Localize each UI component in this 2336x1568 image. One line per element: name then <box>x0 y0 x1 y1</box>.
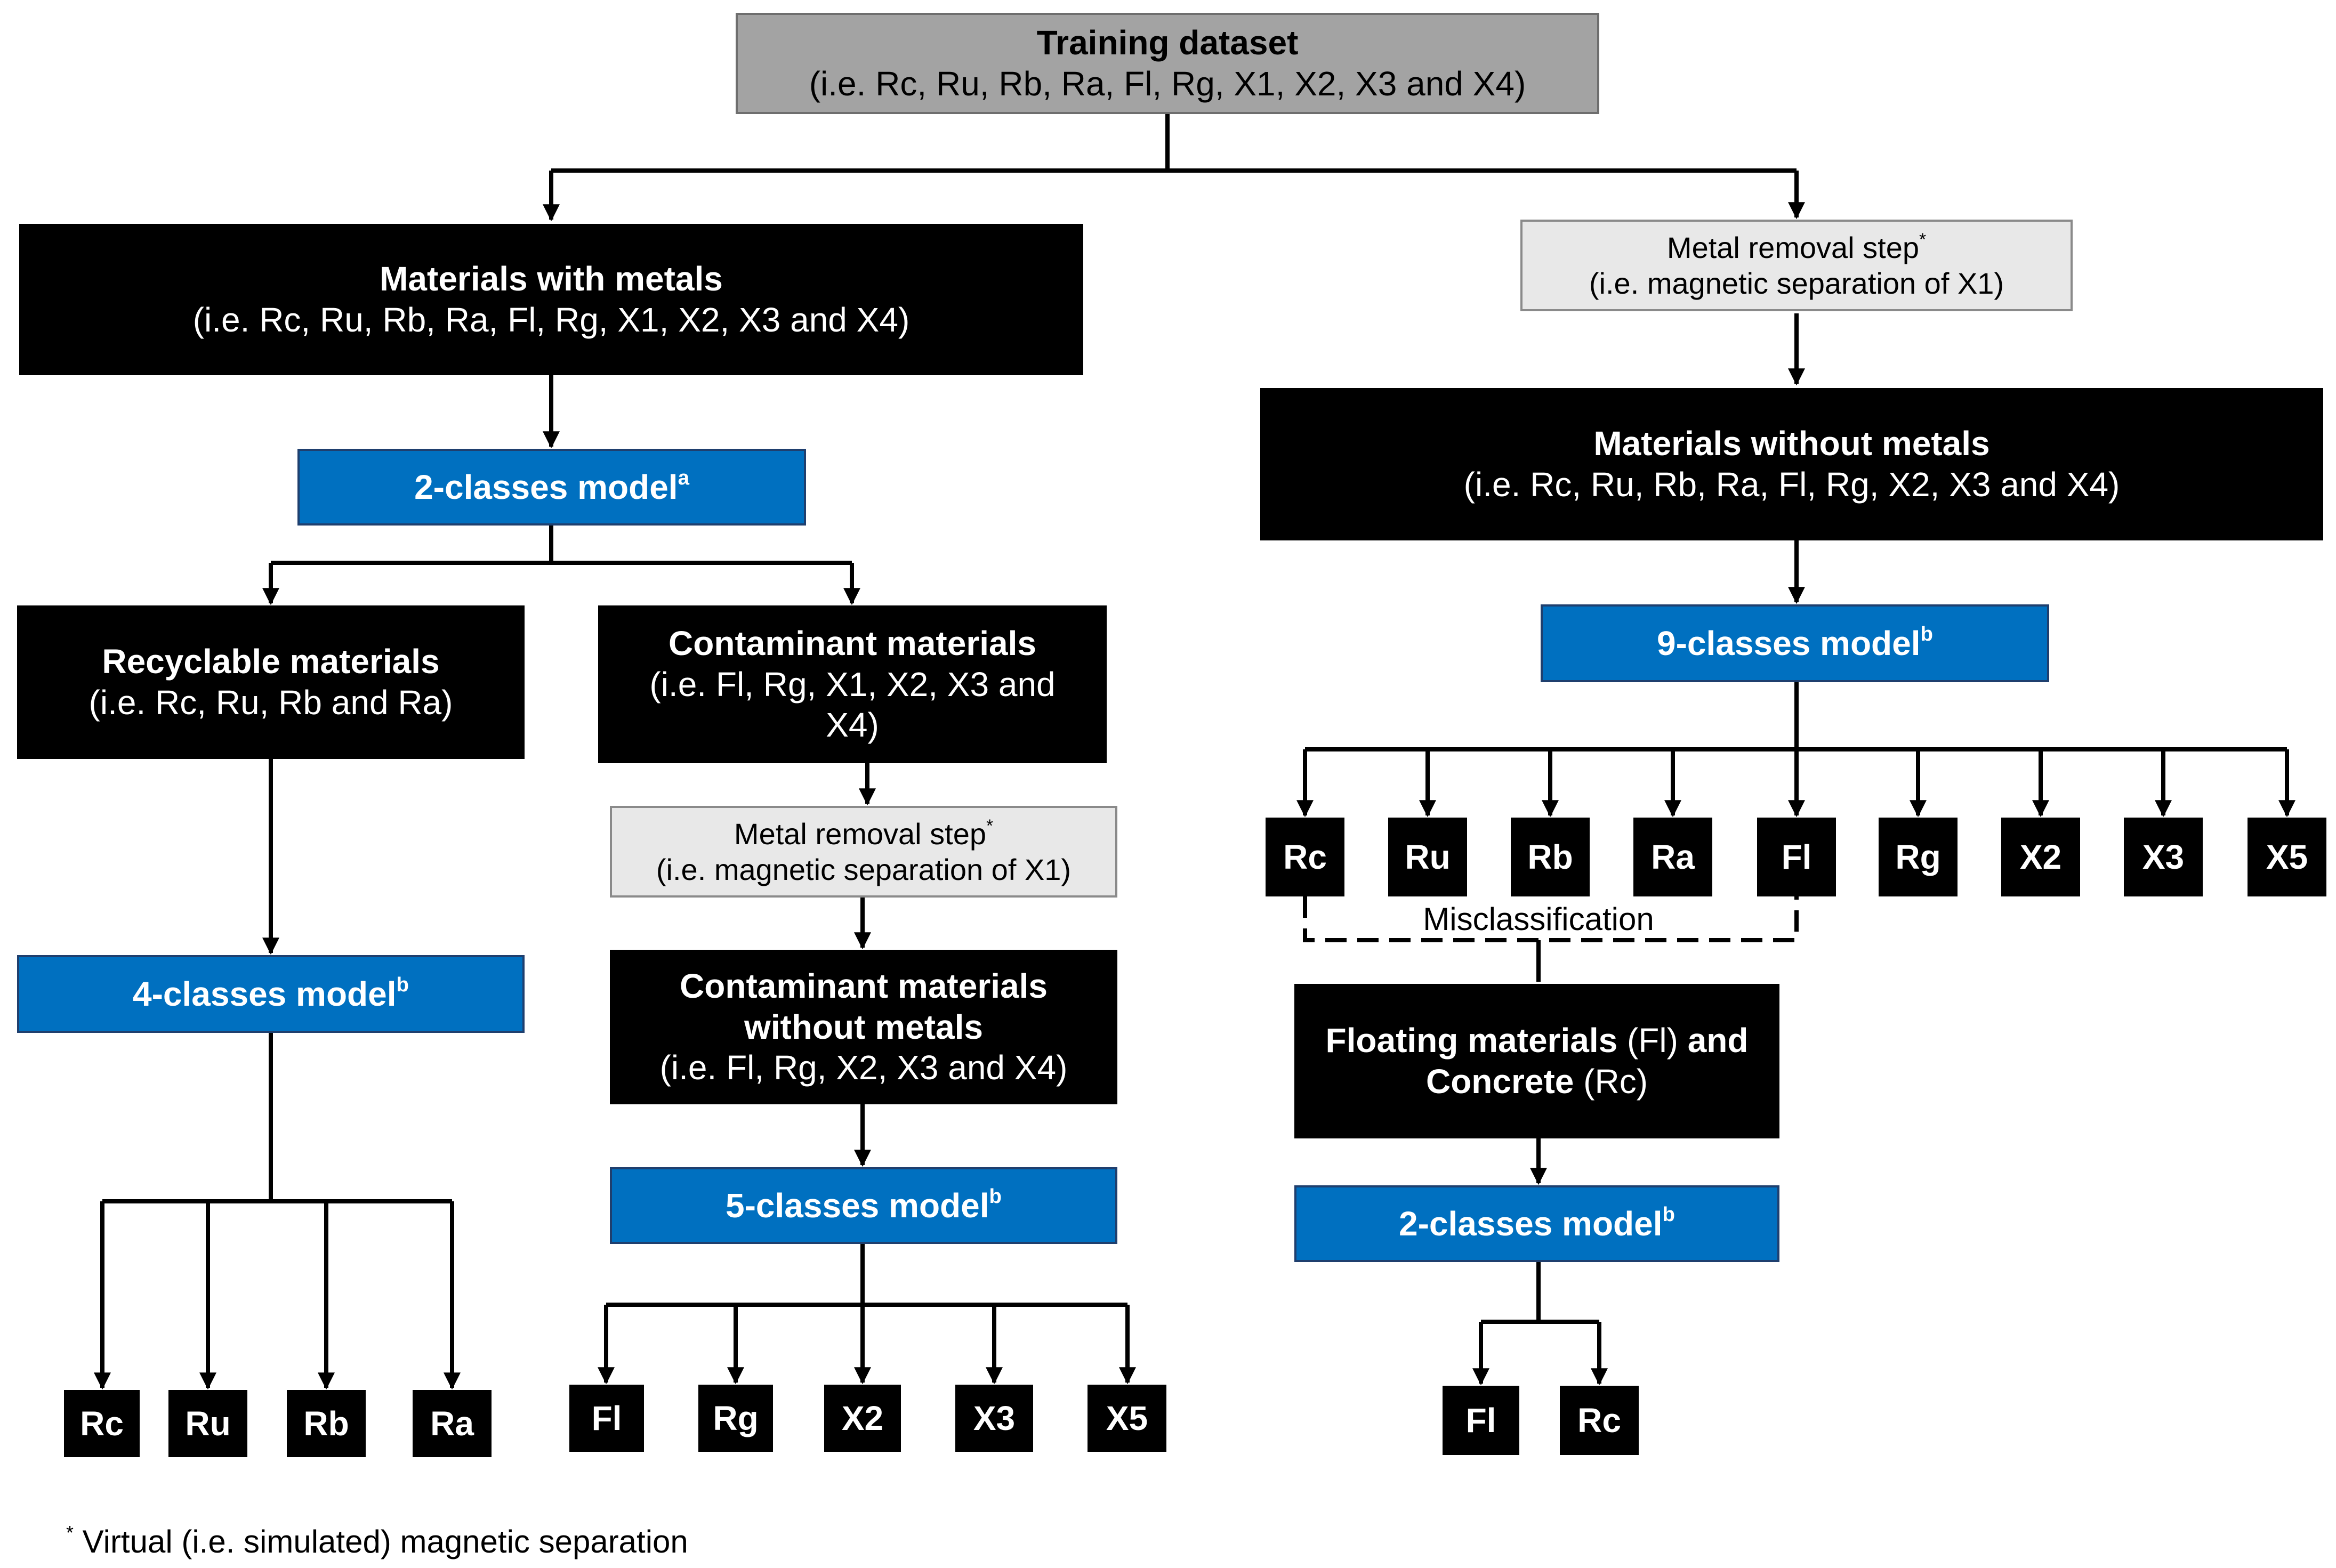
training-dataset-subtitle: (i.e. Rc, Ru, Rb, Ra, Fl, Rg, X1, X2, X3… <box>809 64 1526 103</box>
footnote: * Virtual (i.e. simulated) magnetic sepa… <box>66 1523 688 1560</box>
model-5-classes-box: 5-classes modelb <box>610 1167 1117 1244</box>
leaf-5-rg: Rg <box>698 1385 773 1452</box>
leaf-5-fl: Fl <box>569 1385 644 1452</box>
metal-removal-step-mid-subtitle: (i.e. magnetic separation of X1) <box>656 853 1072 886</box>
metal-removal-step-mid-box: Metal removal step* (i.e. magnetic separ… <box>610 806 1117 898</box>
contaminant-without-metals-title-line2: without metals <box>744 1007 984 1046</box>
model-9-classes-label: 9-classes model <box>1657 624 1921 662</box>
leaf-9-rb: Rb <box>1511 818 1590 896</box>
contaminant-without-metals-title-line1: Contaminant materials <box>680 966 1048 1005</box>
leaf-4-rc: Rc <box>64 1390 140 1457</box>
leaf-9-ru: Ru <box>1388 818 1467 896</box>
contaminant-materials-subtitle-line1: (i.e. Fl, Rg, X1, X2, X3 and <box>649 665 1056 704</box>
metal-removal-step-top-mark: * <box>1919 230 1927 250</box>
leaf-4-ru: Ru <box>168 1390 247 1457</box>
contaminant-without-metals-subtitle: (i.e. Fl, Rg, X2, X3 and X4) <box>659 1048 1068 1087</box>
metal-removal-step-top-title: Metal removal step <box>1666 230 1919 264</box>
model-2-classes-a-sup: a <box>678 466 689 489</box>
materials-without-metals-title: Materials without metals <box>1593 424 1990 463</box>
training-dataset-box: Training dataset (i.e. Rc, Ru, Rb, Ra, F… <box>736 13 1599 114</box>
model-2-classes-b-sup: b <box>1662 1202 1675 1226</box>
materials-with-metals-box: Materials with metals (i.e. Rc, Ru, Rb, … <box>19 224 1083 375</box>
model-4-classes-label: 4-classes model <box>133 974 397 1013</box>
leaf-9-x2: X2 <box>2001 818 2080 896</box>
recyclable-materials-subtitle: (i.e. Rc, Ru, Rb and Ra) <box>88 683 453 722</box>
leaf-5-x5: X5 <box>1088 1385 1166 1452</box>
model-4-classes-sup: b <box>396 973 409 996</box>
training-dataset-title: Training dataset <box>1036 23 1299 62</box>
model-9-classes-box: 9-classes modelb <box>1541 604 2049 682</box>
leaf-9-rg: Rg <box>1879 818 1958 896</box>
model-2-classes-b-label: 2-classes model <box>1399 1204 1663 1243</box>
leaf-4-ra: Ra <box>413 1390 492 1457</box>
leaf-9-rc: Rc <box>1266 818 1344 896</box>
model-5-classes-sup: b <box>989 1184 1002 1208</box>
model-4-classes-box: 4-classes modelb <box>17 955 525 1033</box>
recyclable-materials-title: Recyclable materials <box>102 642 440 681</box>
materials-without-metals-box: Materials without metals (i.e. Rc, Ru, R… <box>1260 388 2323 540</box>
leaf-2-rc: Rc <box>1560 1386 1639 1455</box>
leaf-9-fl: Fl <box>1757 818 1836 896</box>
model-9-classes-sup: b <box>1920 622 1933 645</box>
misclassification-label: Misclassification <box>1416 901 1661 937</box>
leaf-4-rb: Rb <box>287 1390 366 1457</box>
model-2-classes-a-box: 2-classes modela <box>297 449 806 526</box>
leaf-9-x5: X5 <box>2248 818 2326 896</box>
metal-removal-step-top-subtitle: (i.e. magnetic separation of X1) <box>1589 266 2004 300</box>
leaf-5-x2: X2 <box>824 1385 901 1452</box>
metal-removal-step-mid-title: Metal removal step <box>734 817 986 851</box>
leaf-9-ra: Ra <box>1633 818 1712 896</box>
materials-with-metals-subtitle: (i.e. Rc, Ru, Rb, Ra, Fl, Rg, X1, X2, X3… <box>192 301 910 339</box>
materials-without-metals-subtitle: (i.e. Rc, Ru, Rb, Ra, Fl, Rg, X2, X3 and… <box>1463 465 2120 504</box>
model-5-classes-label: 5-classes model <box>726 1186 989 1225</box>
contaminant-without-metals-box: Contaminant materials without metals (i.… <box>610 950 1117 1104</box>
model-2-classes-a-label: 2-classes model <box>414 467 678 506</box>
model-2-classes-b-box: 2-classes modelb <box>1294 1185 1779 1262</box>
metal-removal-step-top-box: Metal removal step* (i.e. magnetic separ… <box>1520 220 2073 311</box>
floating-title-bold: Floating materials <box>1325 1021 1618 1060</box>
footnote-text: Virtual (i.e. simulated) magnetic separa… <box>74 1524 688 1559</box>
metal-removal-step-mid-mark: * <box>986 816 994 836</box>
leaf-5-x3: X3 <box>955 1385 1033 1452</box>
floating-concrete-box: Floating materials (Fl) and Concrete (Rc… <box>1294 984 1779 1138</box>
concrete-title-code: (Rc) <box>1574 1062 1648 1101</box>
materials-with-metals-title: Materials with metals <box>380 260 723 298</box>
floating-title-code: (Fl) <box>1617 1021 1678 1060</box>
contaminant-materials-title: Contaminant materials <box>668 624 1036 662</box>
contaminant-materials-box: Contaminant materials (i.e. Fl, Rg, X1, … <box>598 605 1107 763</box>
floating-title-tail: and <box>1678 1021 1749 1060</box>
contaminant-materials-subtitle-line2: X4) <box>826 706 879 745</box>
leaf-2-fl: Fl <box>1443 1386 1519 1455</box>
concrete-title-bold: Concrete <box>1425 1062 1574 1101</box>
recyclable-materials-box: Recyclable materials (i.e. Rc, Ru, Rb an… <box>17 605 525 759</box>
footnote-mark: * <box>66 1521 74 1543</box>
leaf-9-x3: X3 <box>2124 818 2203 896</box>
